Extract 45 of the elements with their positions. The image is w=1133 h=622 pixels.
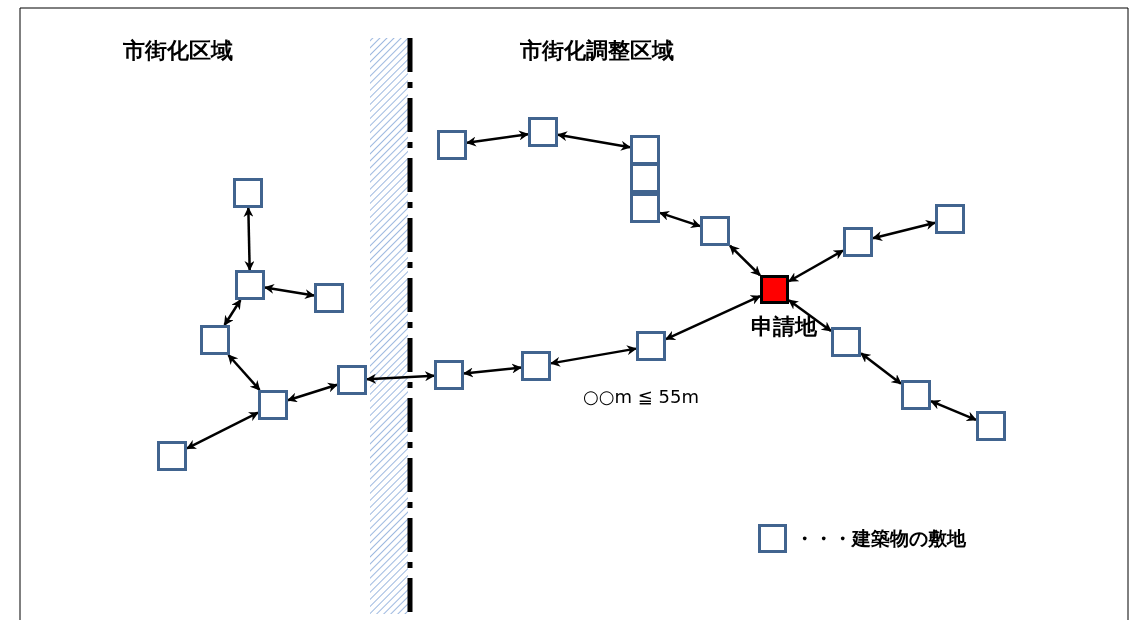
double-arrow <box>557 131 631 151</box>
site-box <box>630 135 660 165</box>
site-box <box>901 380 931 410</box>
double-arrow <box>788 299 832 332</box>
double-arrow <box>287 382 338 403</box>
double-arrow <box>729 244 761 277</box>
double-arrow <box>223 299 242 326</box>
site-label: 申請地 <box>751 313 817 341</box>
site-box <box>976 411 1006 441</box>
site-box <box>630 193 660 223</box>
site-box <box>521 351 551 381</box>
legend-text: ・・・建築物の敷地 <box>795 526 966 551</box>
double-arrow <box>186 411 259 450</box>
double-arrow <box>659 211 701 228</box>
site-box <box>157 441 187 471</box>
double-arrow <box>366 371 435 384</box>
double-arrow <box>227 354 261 391</box>
double-arrow <box>872 220 936 241</box>
double-arrow <box>860 352 902 385</box>
site-box <box>630 163 660 193</box>
site-box <box>636 331 666 361</box>
double-arrow <box>243 207 255 271</box>
site-box <box>233 178 263 208</box>
double-arrow <box>550 345 637 367</box>
site-box <box>314 283 344 313</box>
double-arrow <box>665 295 761 341</box>
site-box <box>337 365 367 395</box>
site-box <box>935 204 965 234</box>
area-heading: 市街化調整区域 <box>520 37 674 65</box>
double-arrow <box>264 284 315 299</box>
double-arrow <box>466 130 529 147</box>
site-box <box>437 130 467 160</box>
site-box <box>700 216 730 246</box>
distance-note: ○○m ≦ 55m <box>583 386 699 407</box>
site-box <box>434 360 464 390</box>
site-box <box>528 117 558 147</box>
site-box <box>258 390 288 420</box>
site-box <box>235 270 265 300</box>
site-box <box>843 227 873 257</box>
site-box <box>200 325 230 355</box>
double-arrow <box>463 363 522 378</box>
area-heading: 市街化区域 <box>123 37 233 65</box>
double-arrow <box>930 400 977 421</box>
double-arrow <box>788 249 844 283</box>
site-box <box>831 327 861 357</box>
